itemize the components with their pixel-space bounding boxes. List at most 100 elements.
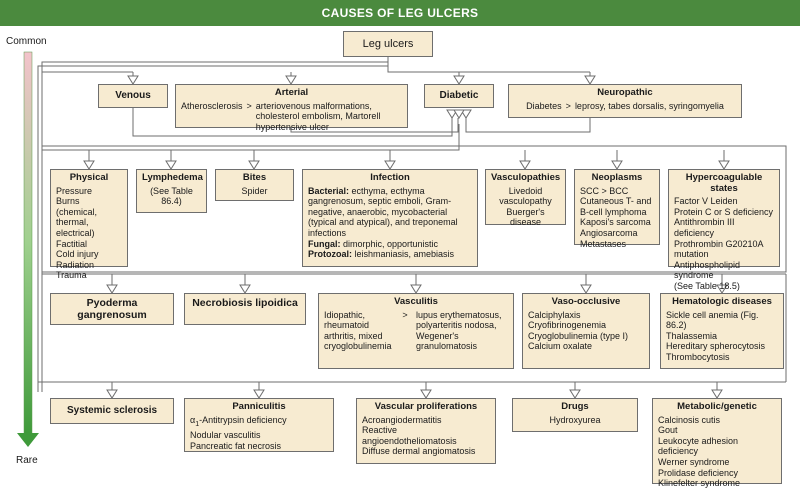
panniculitis-box: Panniculitis α1-Antitrypsin deficiency N… (184, 398, 334, 452)
tier3-arrow-2 (410, 284, 422, 294)
vasculopathies-box: Vasculopathies Livedoid vasculopathy Bue… (485, 169, 566, 228)
tier4-arrow-4 (711, 389, 723, 399)
vascular-proliferations-box: Vascular proliferations Acroangiodermati… (356, 398, 496, 464)
infection-fungal-label: Fungal: (308, 238, 341, 249)
systemic-sclerosis-label: Systemic sclerosis (66, 405, 158, 416)
lymphedema-ref: (See Table 86.4) (150, 185, 193, 207)
panniculitis-line1-rest: -Antitrypsin deficiency (199, 414, 287, 425)
axis-label-rare: Rare (16, 455, 38, 466)
infection-box: Infection Bacterial: ecthyma, ecthyma ga… (302, 169, 478, 267)
tier4-arrow-1 (253, 389, 265, 399)
tier4-arrow-2 (420, 389, 432, 399)
lymphedema-title: Lymphedema (142, 172, 203, 183)
tier2-feedback (42, 124, 460, 151)
arterial-to-diabetic (290, 118, 459, 133)
arrow-tier2-to-diabetic (453, 109, 465, 119)
neuropathic-rare-causes: leprosy, tabes dorsalis, syringomyelia (574, 100, 724, 111)
diabetic-label: Diabetic (439, 90, 479, 101)
tier3-arrow-4 (716, 284, 728, 294)
systemic-sclerosis-box: Systemic sclerosis (50, 398, 174, 424)
vasoocclusive-box: Vaso-occlusive Calciphylaxis Cryofibrino… (522, 293, 650, 369)
tier3-arrow-3 (580, 284, 592, 294)
vasoocclusive-causes: Calciphylaxis Cryofibrinogenemia Cryoglo… (528, 309, 629, 352)
venous-box: Venous (98, 84, 168, 108)
panniculitis-sub: 1 (195, 420, 200, 428)
tier3-arrow-1 (239, 284, 251, 294)
tier3-arrow-0 (106, 284, 118, 294)
neuropathic-box: Neuropathic Diabetes > leprosy, tabes do… (508, 84, 742, 118)
vasculitis-operator: > (402, 309, 408, 320)
physical-title: Physical (69, 172, 109, 183)
bites-title: Bites (242, 172, 267, 183)
neoplasms-box: Neoplasms SCC > BCC Cutaneous T- and B-c… (574, 169, 660, 249)
tier2-arrow-0 (83, 160, 95, 170)
vasoocclusive-title: Vaso-occlusive (551, 296, 621, 307)
arterial-common-cause: Atherosclerosis (181, 100, 243, 111)
arrow-into-diabetic-2 (460, 109, 472, 119)
neoplasms-title: Neoplasms (591, 172, 643, 183)
frequency-axis-bar (23, 51, 33, 435)
infection-protozoal: leishmaniasis, amebiasis (354, 249, 455, 260)
infection-title: Infection (370, 172, 410, 183)
metabolic-genetic-box: Metabolic/genetic Calcinosis cutis Gout … (652, 398, 782, 488)
physical-causes: Pressure Burns (chemical, thermal, elect… (56, 185, 99, 281)
hematologic-box: Hematologic diseases Sickle cell anemia … (660, 293, 784, 369)
drugs-box: Drugs Hydroxyurea (512, 398, 638, 432)
tier2-arrow-5 (611, 160, 623, 170)
bites-causes: Spider (241, 185, 268, 196)
metabolic-genetic-title: Metabolic/genetic (677, 401, 757, 412)
lymphedema-box: Lymphedema (See Table 86.4) (136, 169, 207, 213)
hypercoagulable-box: Hypercoagulable states Factor V Leiden P… (668, 169, 780, 291)
tier4-arrow-0 (106, 389, 118, 399)
hematologic-title: Hematologic diseases (672, 296, 772, 307)
tier2-arrow-3 (384, 160, 396, 170)
rail-inner (37, 57, 389, 392)
arrow-neuropathic (584, 75, 596, 85)
hypercoagulable-title: Hypercoagulable states (685, 172, 763, 194)
venous-label: Venous (115, 90, 151, 101)
diabetic-box: Diabetic (424, 84, 494, 108)
tier2-arrow-2 (248, 160, 260, 170)
tier2-group-frame (42, 145, 787, 273)
infection-bacterial-label: Bacterial: (308, 185, 350, 196)
infection-fungal: dimorphic, opportunistic (343, 238, 439, 249)
pyoderma-label: Pyoderma gangrenosum (77, 297, 147, 321)
neoplasms-causes: SCC > BCC Cutaneous T- and B-cell lympho… (580, 185, 652, 249)
drugs-title: Drugs (561, 401, 589, 412)
neuropathic-common-cause: Diabetes (526, 100, 562, 111)
necrobiosis-label: Necrobiosis lipoidica (192, 297, 298, 309)
neuropathic-operator: > (565, 100, 571, 111)
arterial-title: Arterial (274, 87, 309, 98)
arrow-diabetic (453, 75, 465, 85)
arrow-into-diabetic-1 (446, 109, 458, 119)
axis-label-common: Common (6, 36, 47, 47)
hematologic-causes: Sickle cell anemia (Fig. 86.2) Thalassem… (666, 309, 766, 362)
vasculitis-common-causes: Idiopathic, rheumatoid arthritis, mixed … (324, 309, 392, 352)
tier2-arrow-4 (519, 160, 531, 170)
panniculitis-line1: α1-Antitrypsin deficiency (190, 415, 328, 430)
root-leg-ulcers: Leg ulcers (343, 31, 433, 57)
drugs-causes: Hydroxyurea (549, 414, 601, 425)
vasculopathies-title: Vasculopathies (491, 172, 561, 183)
frequency-axis-arrowhead (17, 433, 39, 447)
arterial-rare-causes: arteriovenous malformations, cholesterol… (255, 100, 381, 132)
neuropathic-to-diabetic (465, 118, 591, 133)
tier1-bar-right (387, 66, 590, 73)
bites-box: Bites Spider (215, 169, 294, 201)
panniculitis-causes: Nodular vasculitis Pancreatic fat necros… (190, 429, 282, 451)
infection-protozoal-label: Protozoal: (308, 249, 352, 260)
diagram-title: CAUSES OF LEG ULCERS (0, 0, 800, 26)
arrow-venous (127, 75, 139, 85)
vasculopathies-causes: Livedoid vasculopathy Buerger's disease (499, 185, 552, 228)
arrow-arterial (285, 75, 297, 85)
vasculitis-title: Vasculitis (394, 296, 438, 307)
panniculitis-title: Panniculitis (232, 401, 286, 412)
arterial-box: Arterial Atherosclerosis > arteriovenous… (175, 84, 408, 132)
vascular-proliferations-causes: Acroangiodermatitis Reactive angioendoth… (362, 414, 476, 457)
vasculitis-rare-causes: lupus erythematosus, polyarteritis nodos… (416, 309, 502, 352)
vasculitis-box: Vasculitis Idiopathic, rheumatoid arthri… (318, 293, 514, 369)
arterial-operator: > (246, 100, 252, 111)
neuropathic-title: Neuropathic (597, 87, 653, 98)
metabolic-genetic-causes: Calcinosis cutis Gout Leukocyte adhesion… (658, 414, 741, 489)
